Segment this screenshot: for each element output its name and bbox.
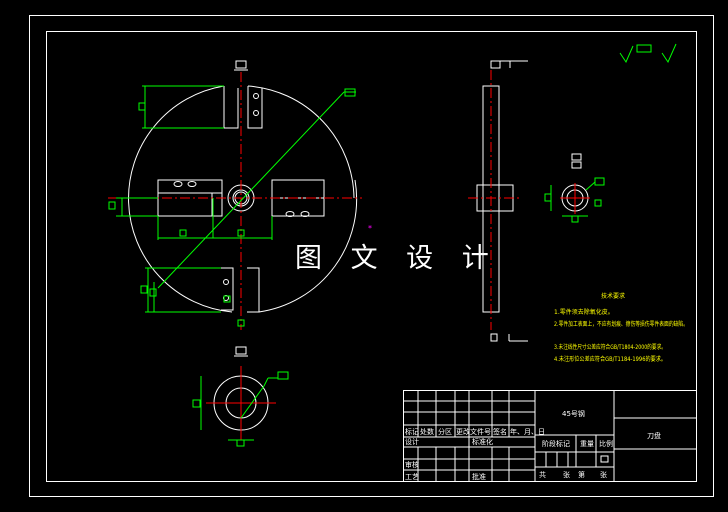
tb-design-label: 设计 [405, 437, 419, 446]
tb-total-label: 共 [539, 470, 546, 479]
tb-change-doc-label: 更改文件号 [456, 427, 491, 436]
tb-scale-label: 比例 [599, 439, 613, 448]
bottom-section-view [192, 366, 289, 447]
watermark-text: 图 文 设 计 [295, 243, 499, 274]
tb-sign-label: 签名 [493, 427, 507, 436]
tb-standard-label: 标准化 [472, 437, 493, 446]
tech-req-item-3: 3.未注线性尺寸公差应符合GB/T1804-2000的要求。 [554, 343, 666, 351]
surface-finish-symbol [619, 43, 677, 64]
tb-zone-label: 分区 [438, 427, 452, 436]
svg-text:*: * [368, 224, 372, 233]
hub-detail-view [544, 153, 605, 223]
tech-req-title: 技术要求 [601, 292, 625, 300]
main-view: * [108, 60, 372, 357]
tb-mark-label: 标记 [405, 427, 419, 436]
tb-sheet2-label: 张 [600, 470, 607, 479]
drawing-frame [46, 31, 697, 482]
sheet-border [29, 15, 714, 497]
tb-process-label: 工艺 [405, 473, 419, 481]
tech-req-item-2: 2.零件加工表面上，不应有划痕、擦伤等损伤零件表面的缺陷。 [554, 320, 688, 328]
tb-date-label: 年、月、日 [510, 427, 545, 436]
material-label: 45号钢 [562, 409, 585, 418]
tech-req-item-4: 4.未注形位公差应符合GB/T1184-1996的要求。 [554, 355, 666, 363]
part-name-label: 刀盘 [647, 431, 661, 440]
tb-review-label: 审核 [405, 460, 419, 469]
tb-stage-label: 阶段标记 [542, 439, 570, 448]
tb-count-label: 处数 [420, 427, 434, 436]
tech-req-item-1: 1.零件须去除氧化皮。 [554, 308, 614, 316]
title-block [403, 390, 697, 482]
tb-sheet-label: 张 [563, 470, 570, 479]
tb-sheet-of-label: 第 [578, 470, 585, 479]
side-view [468, 60, 528, 342]
tb-weight-label: 重量 [580, 440, 594, 448]
tb-approve-label: 批准 [472, 472, 486, 481]
